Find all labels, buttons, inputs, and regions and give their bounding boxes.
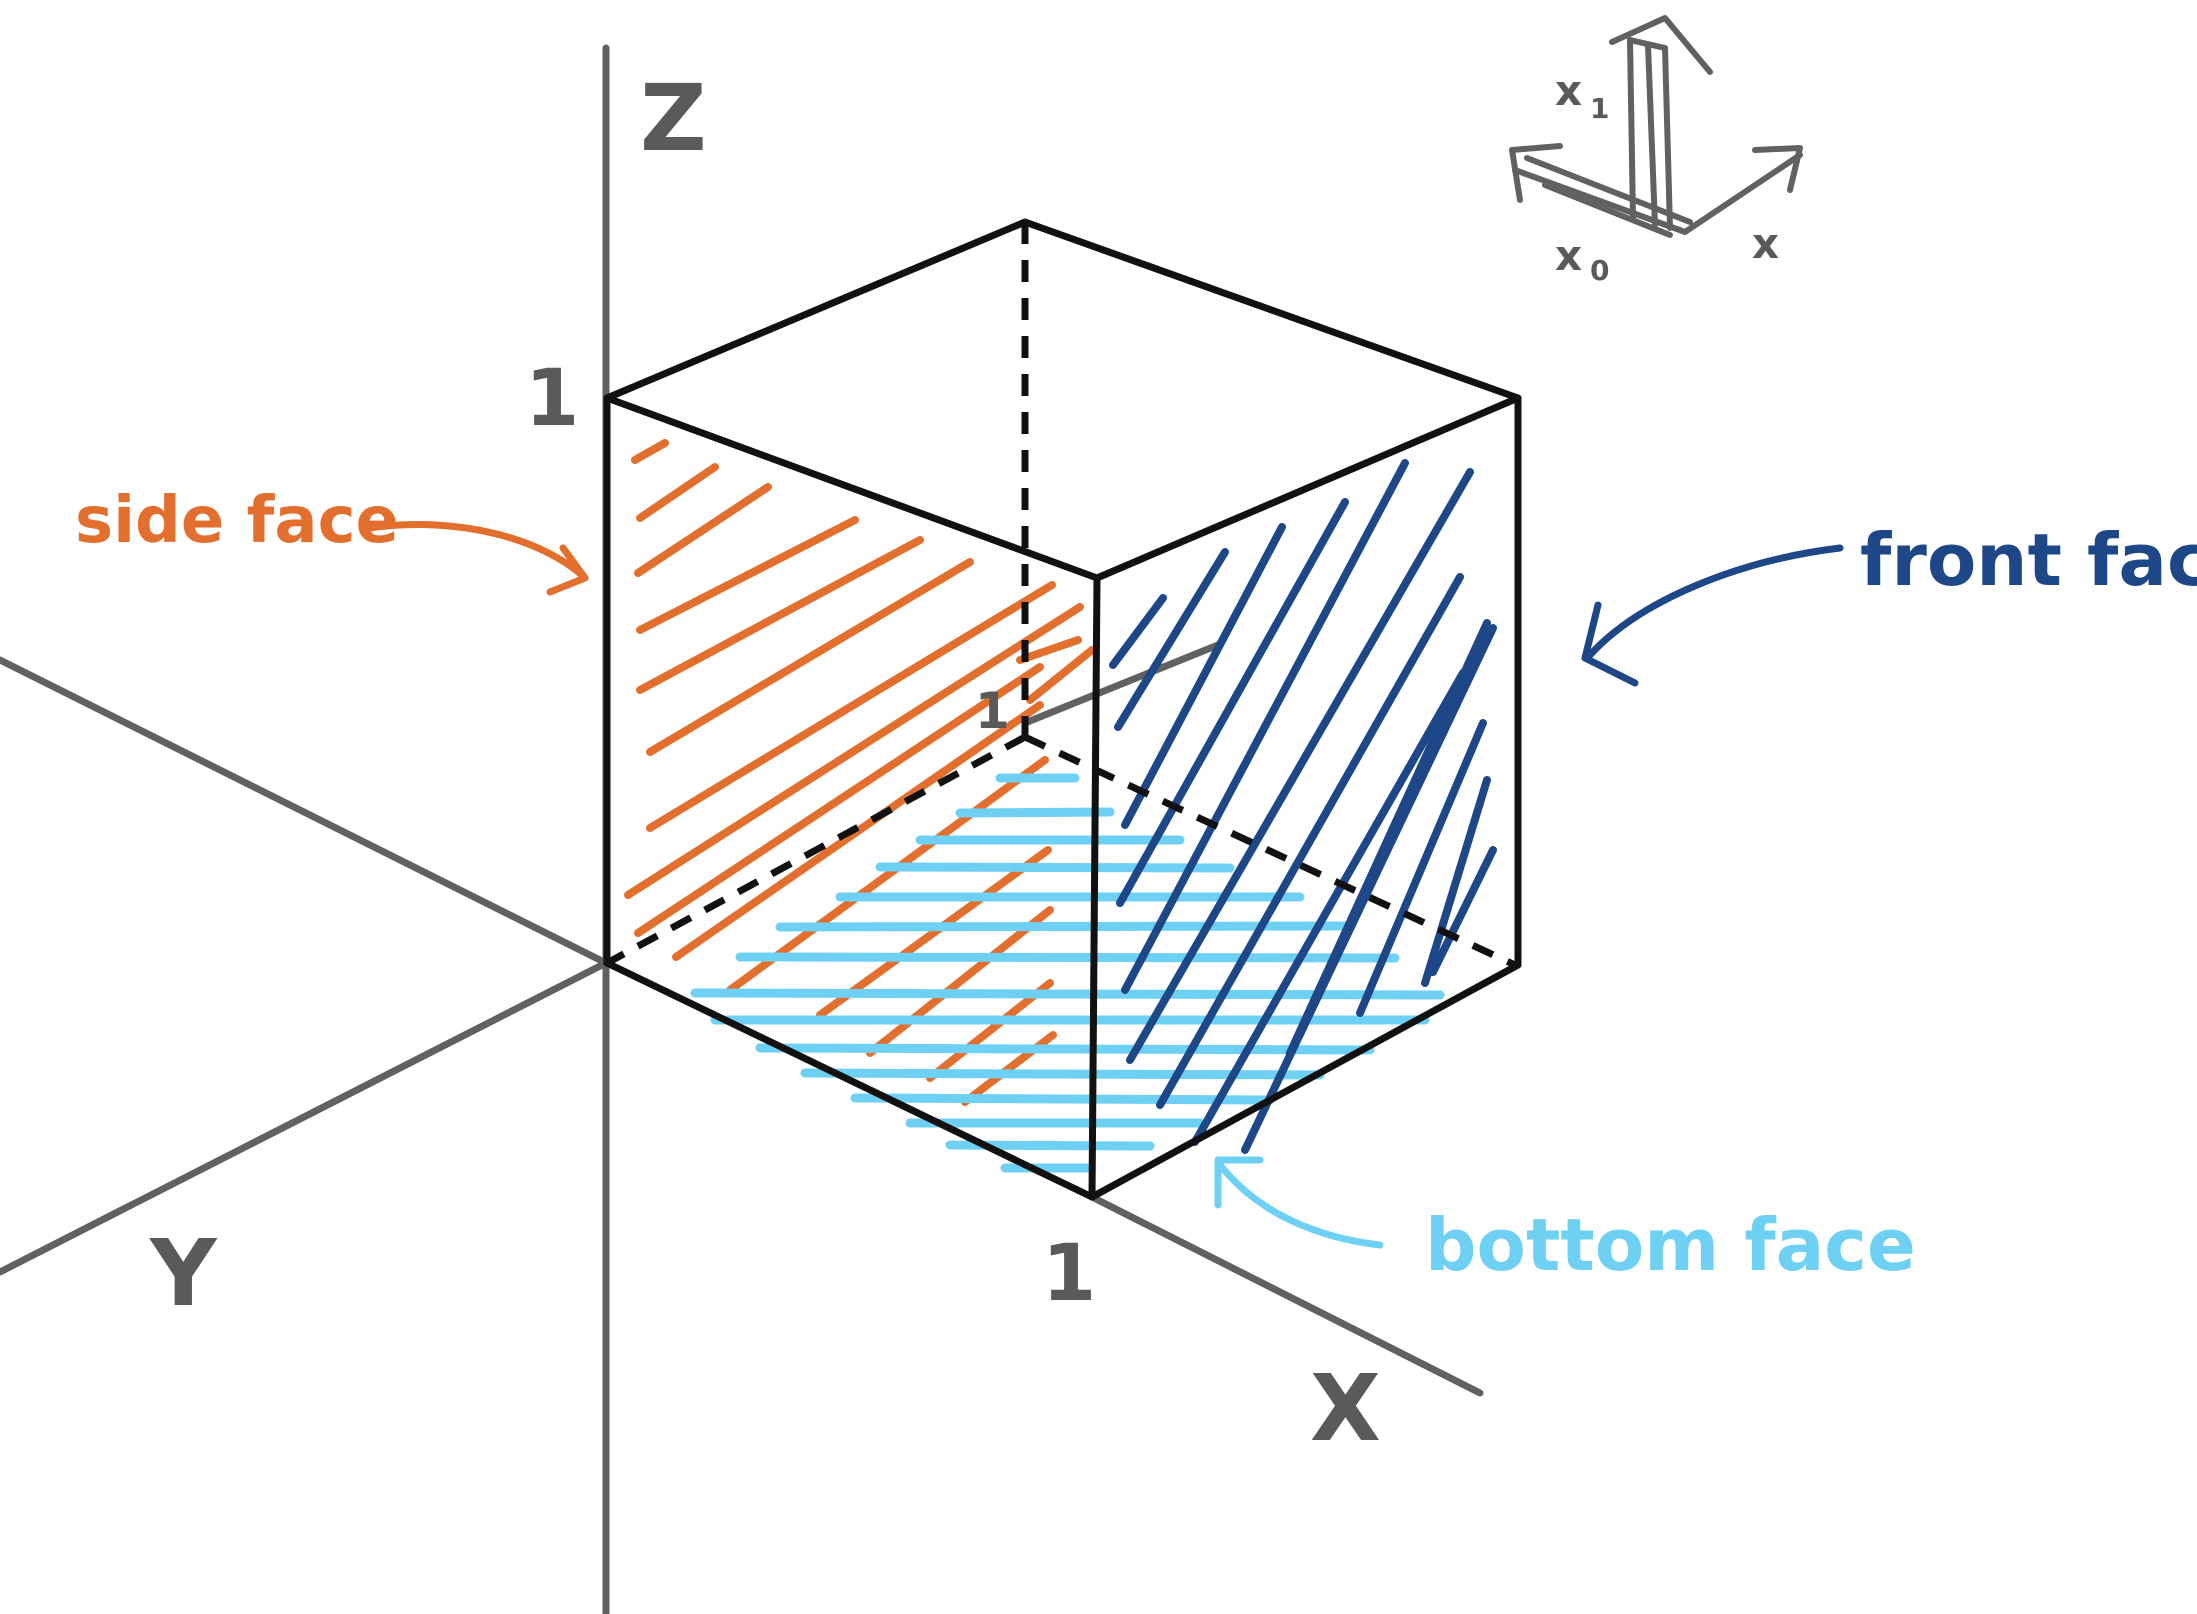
bottom-face-hatching — [690, 773, 1445, 1173]
front-face-hatching — [1109, 459, 1497, 1154]
y-axis-upper — [0, 656, 610, 967]
bottom-face-arrow — [1214, 1156, 1384, 1249]
z-tick-label: 1 — [525, 354, 579, 444]
hidden-edges — [605, 222, 1517, 969]
bottom-right-edge — [1088, 961, 1522, 1201]
mini-axes-icon: x 1 x 0 x — [1509, 15, 1803, 287]
bottom-face-label: bottom face — [1425, 1203, 1916, 1287]
mini-x-label: x — [1752, 219, 1779, 268]
side-face-arrow — [366, 521, 589, 596]
x-axis-label: X — [1310, 1355, 1381, 1462]
x-tick-label: 1 — [1042, 1229, 1096, 1319]
front-face-label: front face — [1860, 518, 2197, 602]
hidden-right-edge — [1023, 733, 1517, 969]
y-axis-lower — [0, 959, 610, 1276]
x-axis-inner — [1021, 641, 1222, 727]
mini-x0-subscript: 0 — [1590, 254, 1609, 287]
front-face-arrow — [1581, 544, 1844, 687]
y-tick-label: 1 — [975, 682, 1010, 740]
front-vertical-edge — [1088, 574, 1101, 1201]
x-axis — [1088, 1193, 1484, 1397]
top-face — [603, 218, 1522, 582]
z-axis-label: Z — [640, 65, 707, 172]
hidden-left-edge — [605, 733, 1027, 967]
mini-x1-label: x — [1555, 66, 1582, 115]
bottom-left-edge — [603, 959, 1096, 1201]
side-face-hatching — [624, 439, 1096, 1106]
cube-edges — [603, 218, 1522, 1201]
y-axis-label: Y — [149, 1220, 218, 1327]
side-face-label: side face — [75, 484, 399, 558]
mini-x0-label: x — [1555, 231, 1582, 280]
mini-x1-subscript: 1 — [1590, 92, 1609, 125]
